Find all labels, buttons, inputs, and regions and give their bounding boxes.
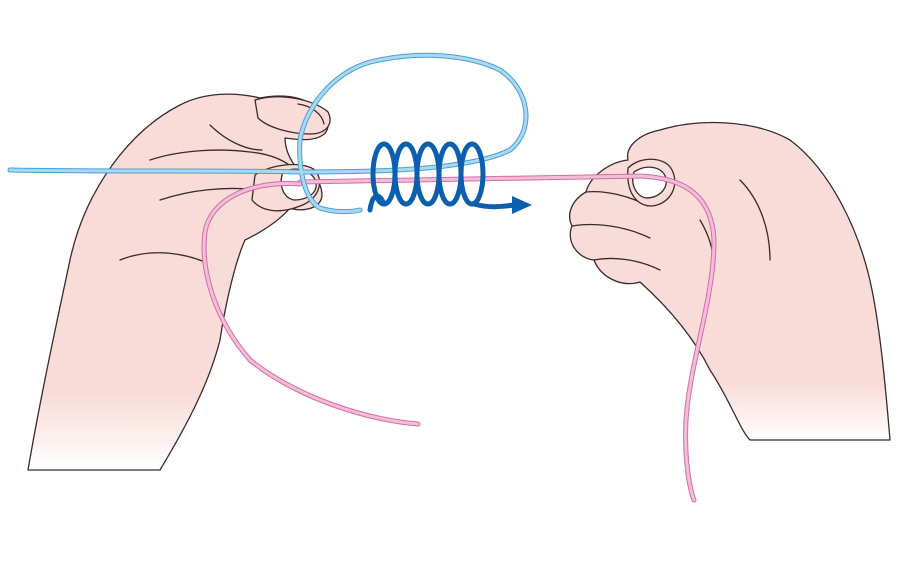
direction-arrow-icon	[471, 196, 532, 214]
coil-wraps-icon	[367, 141, 486, 213]
pink-line-icon	[201, 173, 717, 503]
blue-line-icon	[7, 52, 529, 215]
